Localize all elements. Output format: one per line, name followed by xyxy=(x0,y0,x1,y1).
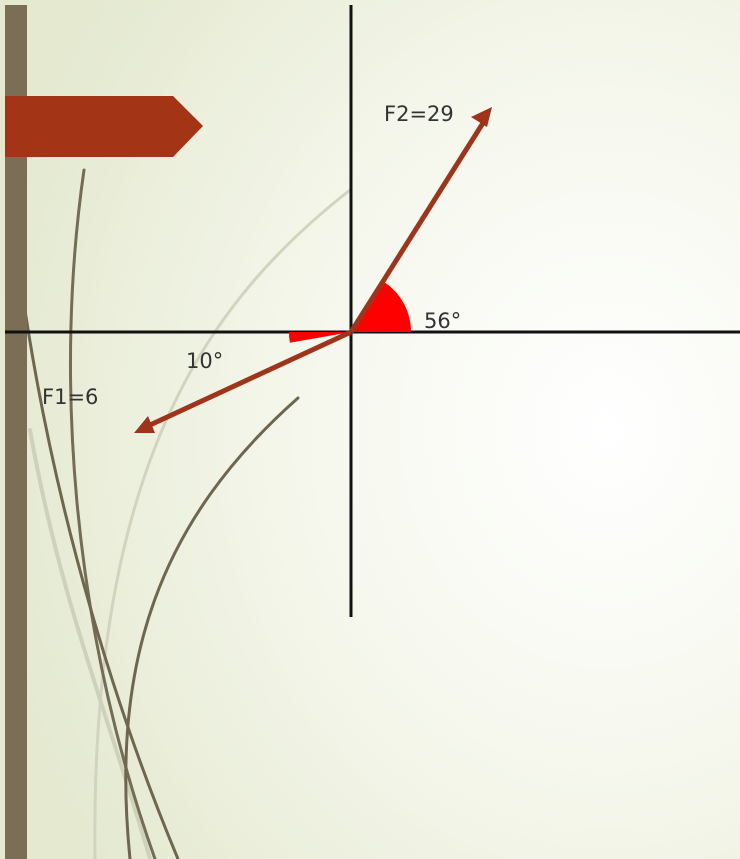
force-f1-arrow-shaft xyxy=(148,329,353,428)
swoosh-dark-1 xyxy=(68,168,157,859)
vertical-bar-decoration xyxy=(5,5,27,859)
force-f2-arrowhead xyxy=(471,107,492,127)
angle-56-label: 56° xyxy=(424,309,461,333)
arrow-banner-decoration xyxy=(5,96,203,157)
force-f1-label: F1=6 xyxy=(42,385,98,409)
angle-56-wedge xyxy=(351,282,411,332)
swoosh-light-2 xyxy=(28,428,152,859)
force-f2-arrow-shaft xyxy=(348,121,486,334)
force-f1-arrowhead xyxy=(134,416,155,433)
swoosh-dark-2 xyxy=(20,288,180,859)
force-vectors xyxy=(134,107,492,433)
force-f2-label: F2=29 xyxy=(384,102,454,126)
angle-markers xyxy=(288,282,411,343)
decorative-swooshes xyxy=(20,168,352,859)
labels: F2=29 56° 10° F1=6 xyxy=(42,102,461,409)
swoosh-dark-3 xyxy=(124,396,300,859)
angle-10-wedge xyxy=(288,332,351,343)
angle-10-label: 10° xyxy=(186,349,223,373)
